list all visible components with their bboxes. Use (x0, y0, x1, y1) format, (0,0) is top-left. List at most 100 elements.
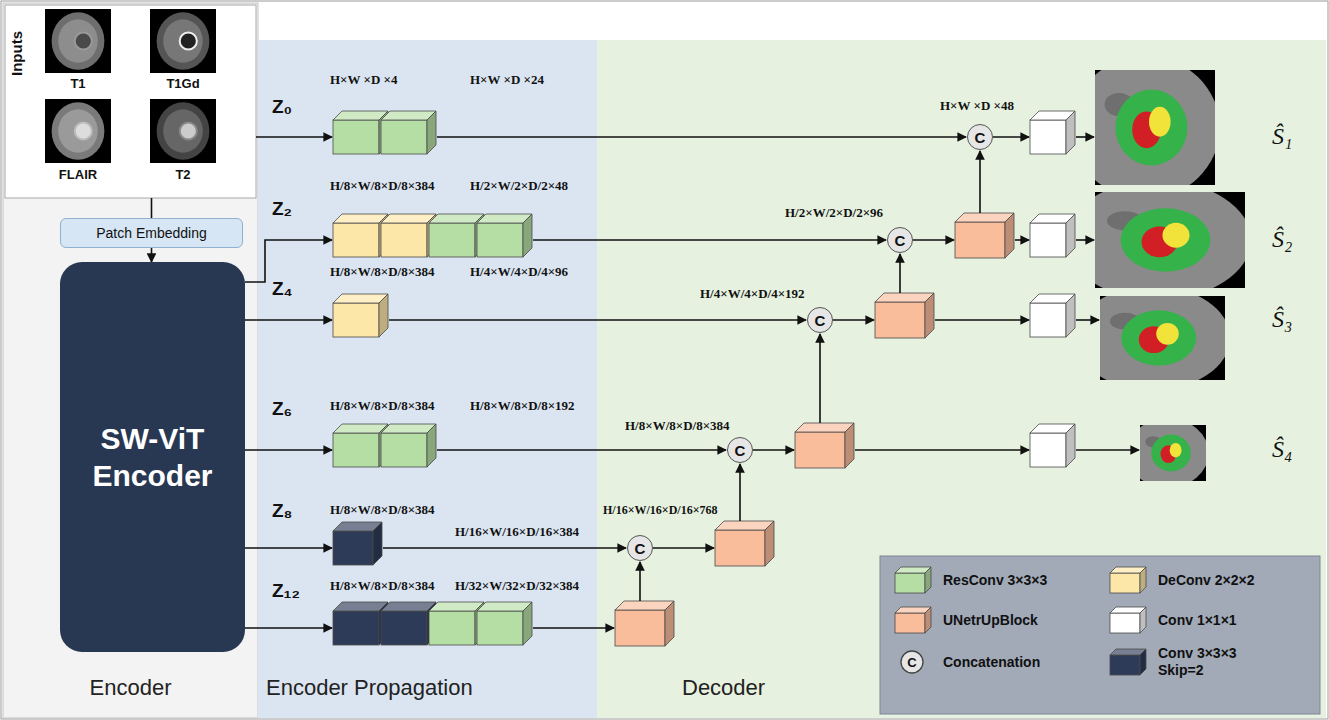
cube-side (1140, 607, 1146, 633)
concat-circle: C (807, 307, 833, 333)
layer-block (381, 111, 436, 154)
arrow (389, 319, 806, 321)
cube-side (427, 424, 436, 467)
cube-top (715, 521, 774, 530)
legend-swatch (1110, 607, 1146, 633)
encoder-band: EncoderInputsT1T1GdFLAIRT2Patch Embeddin… (3, 3, 258, 718)
concat-symbol: C (635, 540, 646, 557)
shape-label: H/8×W/8×D/8×384 (330, 264, 435, 280)
shape-label: H/32×W/32×D/32×384 (455, 578, 579, 594)
cube-top (615, 601, 674, 610)
brain-tissue (52, 12, 105, 70)
cube-front (795, 432, 845, 468)
cube-side (379, 294, 388, 337)
cube-front (333, 531, 373, 565)
arrow (437, 136, 966, 138)
shape-label: H/8×W/8×D/8×384 (330, 578, 435, 594)
arrow (256, 136, 332, 138)
arrow (819, 334, 821, 423)
cube-front (429, 223, 475, 257)
cube-front (1030, 303, 1066, 337)
cube-top (381, 214, 436, 223)
segmentation-image (1095, 70, 1215, 185)
brain-inner (163, 109, 203, 153)
shape-label: H/4×W/4×D/4×96 (470, 264, 568, 280)
brain-tissue (1095, 70, 1215, 185)
mri-image (45, 9, 111, 73)
cube-side (1066, 424, 1075, 467)
output-conv (1030, 214, 1075, 257)
concat-circle: C (627, 535, 653, 561)
decoder-band (597, 40, 1326, 718)
upblock (795, 423, 854, 468)
layer-block (333, 294, 388, 337)
cube-top (429, 214, 484, 223)
shape-label: H/2×W/2×D/2×96 (785, 205, 883, 221)
cube-side (1140, 567, 1146, 593)
cube-top (955, 213, 1014, 222)
arrow (913, 239, 954, 241)
band-title: Encoder (3, 675, 258, 701)
layer-block (381, 424, 436, 467)
shape-label: H/8×W/8×D/8×384 (330, 502, 435, 518)
concat-symbol: C (895, 232, 906, 249)
box-label: Patch Embedding (96, 225, 207, 241)
upblock (955, 213, 1014, 258)
cube-front (1110, 613, 1140, 633)
mri-background (150, 99, 216, 163)
cube-front (895, 573, 925, 593)
shape-label: H/8×W/8×D/8×384 (330, 398, 435, 414)
cube-front (333, 223, 379, 257)
brain-tissue (1140, 425, 1206, 481)
cube-top (795, 423, 854, 432)
layer-block (477, 602, 532, 645)
cube-side (1066, 214, 1075, 257)
propagation-band-node: Encoder Propagation (258, 40, 597, 718)
layer-block (429, 602, 484, 645)
brain-inner (163, 19, 203, 63)
arrow (245, 240, 332, 282)
legend-box (880, 556, 1320, 714)
output-label: Ŝ₁ (1272, 123, 1292, 150)
mri-image (150, 99, 216, 163)
layer-block (333, 602, 388, 645)
edema-region (1115, 90, 1187, 166)
cube-front (333, 120, 379, 154)
cube-side (1140, 649, 1146, 675)
encoder-label: SW-ViT Encoder (73, 420, 233, 495)
cube-front (381, 611, 427, 645)
arrow (1076, 319, 1099, 321)
band-title: Encoder Propagation (266, 675, 473, 701)
stage-label: Z₆ (272, 398, 292, 420)
cube-side (427, 111, 436, 154)
arrow (993, 136, 1029, 138)
encoder-panel (3, 3, 258, 718)
shape-label: H/2×W/2×D/2×48 (470, 178, 568, 194)
enhancing-region (1149, 107, 1171, 137)
cube-side (925, 293, 934, 338)
cube-top (875, 293, 934, 302)
cube-side (665, 601, 674, 646)
shape-label: H/16×W/16×D/16×384 (455, 524, 579, 540)
shape-label: H×W ×D ×48 (940, 98, 1014, 114)
cube-side (765, 521, 774, 566)
cube-side (1005, 213, 1014, 258)
inputs-frame (5, 5, 256, 198)
cube-front (381, 223, 427, 257)
connector (151, 198, 153, 218)
cube-front (1030, 433, 1066, 467)
arrow (1076, 449, 1139, 451)
arrow (245, 627, 332, 629)
mri-image (150, 9, 216, 73)
arrow (1076, 239, 1094, 241)
output-conv (1030, 294, 1075, 337)
arrow (1015, 239, 1029, 241)
cube-side (925, 607, 931, 633)
concat-circle: C (727, 437, 753, 463)
band-title: Decoder (682, 675, 765, 701)
enhancing-region (1163, 223, 1190, 248)
brain-inner (58, 109, 98, 153)
layer-block (429, 214, 484, 257)
cube-front (615, 610, 665, 646)
